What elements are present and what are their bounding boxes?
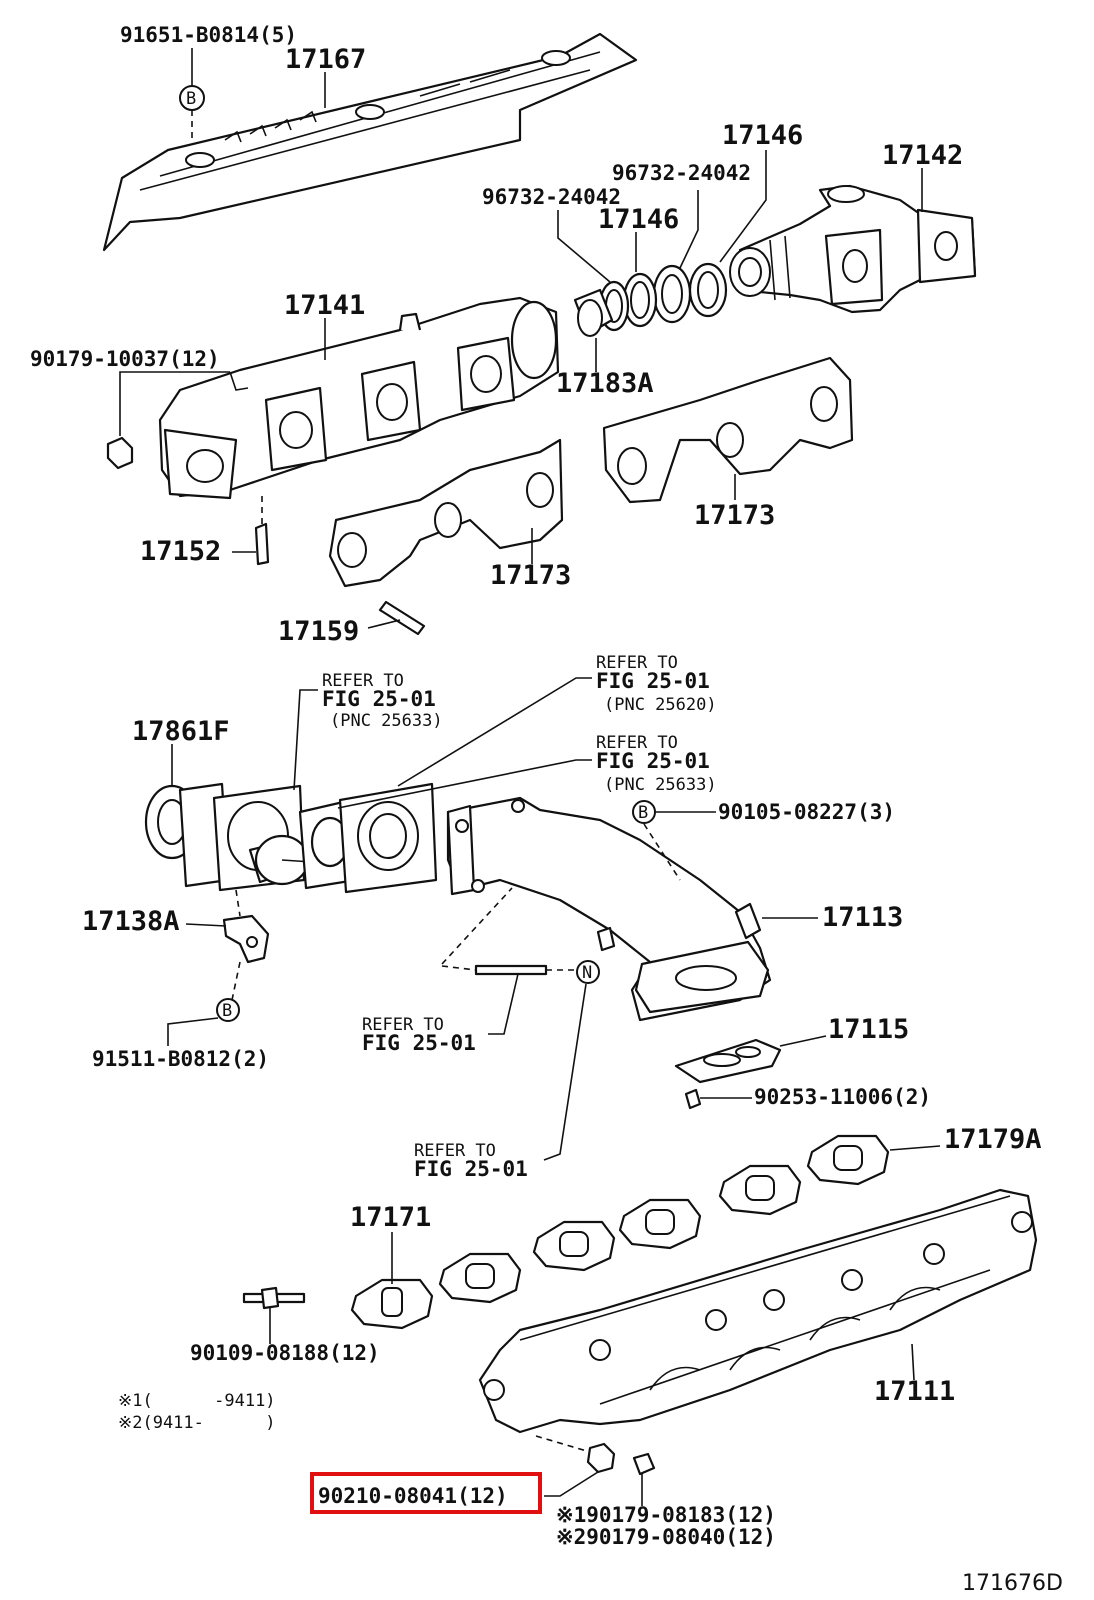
refer-4-line1: REFER TO	[362, 1015, 444, 1035]
bolt-b-marker-91511	[216, 998, 240, 1022]
leader-90179-10037	[119, 371, 230, 436]
label-96732-24042-a: 96732-24042	[612, 161, 751, 185]
leader-refer-2	[397, 677, 592, 787]
exhaust-manifold-17141	[158, 296, 560, 500]
bracket-17138A	[222, 914, 270, 964]
bolt-90253	[684, 1088, 702, 1110]
label-17146-top: 17146	[722, 120, 803, 151]
refer-4-line2: FIG 25-01	[362, 1031, 476, 1055]
circle-letter-b: B	[186, 89, 196, 109]
refer-2-line3: (PNC 25620)	[604, 695, 717, 715]
refer-1-line2: FIG 25-01	[322, 687, 436, 711]
stud-refer-fig	[474, 964, 548, 976]
leader-17138A	[185, 923, 227, 927]
label-17138A: 17138A	[82, 906, 180, 937]
label-90210-08041[interactable]: 90210-08041(12)	[318, 1484, 508, 1508]
label-17115: 17115	[828, 1014, 909, 1045]
stud-dash-refer	[441, 965, 576, 971]
gasket-17173-upper	[602, 356, 854, 504]
label-90179-08040: ※290179-08040(12)	[556, 1525, 776, 1549]
bracket-dash-line	[231, 961, 241, 1001]
nut-90179-10037	[106, 436, 134, 470]
label-91511-B0812: 91511-B0812(2)	[92, 1047, 269, 1071]
circle-letter-b-91511: B	[222, 1001, 232, 1021]
gasket-rings	[573, 262, 728, 337]
label-90109-08188: 90109-08188(12)	[190, 1341, 380, 1365]
label-17183A: 17183A	[556, 368, 654, 399]
bracket-dash-line-top	[235, 889, 241, 917]
refer-5-line2: FIG 25-01	[414, 1157, 528, 1181]
label-17861F: 17861F	[132, 716, 230, 747]
label-17141: 17141	[284, 290, 365, 321]
refer-3-line1: REFER TO	[596, 733, 678, 753]
leader-17115	[779, 1035, 827, 1047]
egr-valve-assembly	[212, 782, 438, 894]
label-17152: 17152	[140, 536, 221, 567]
gasket-17115	[674, 1038, 782, 1084]
label-17113: 17113	[822, 902, 903, 933]
leader-refer-4	[488, 973, 519, 1035]
highlight-box	[310, 1472, 542, 1514]
refer-1-line3: (PNC 25633)	[330, 711, 443, 731]
refer-2-line2: FIG 25-01	[596, 669, 710, 693]
leader-96732-b	[557, 210, 611, 283]
gaskets-17179A	[350, 1134, 890, 1330]
label-17173-upper: 17173	[694, 500, 775, 531]
leader-17159	[367, 619, 401, 629]
label-17173-lower: 17173	[490, 560, 571, 591]
nut-dash-line	[535, 1435, 591, 1453]
circle-letter-b-90105: B	[638, 803, 648, 823]
leader-96732-a	[679, 190, 699, 269]
exhaust-pipe-17142	[729, 184, 977, 314]
label-90179-10037: 90179-10037(12)	[30, 347, 220, 371]
label-91651-B0814: 91651-B0814(5)	[120, 23, 297, 47]
bolt-dash-90105	[643, 823, 681, 881]
label-17146-mid: 17146	[598, 204, 679, 235]
gasket-17173-lower	[328, 438, 564, 588]
refer-1-line1: REFER TO	[322, 671, 404, 691]
leader-refer-1	[293, 689, 318, 791]
heat-insulator-17167	[102, 32, 638, 252]
stud-dash-diagonal	[441, 887, 513, 965]
exhaust-manifold-17111	[478, 1188, 1038, 1434]
refer-3-line2: FIG 25-01	[596, 749, 710, 773]
label-90253-11006: 90253-11006(2)	[754, 1085, 931, 1109]
nut-90210-08041	[586, 1442, 616, 1474]
note-serial-1: ※1( -9411)	[118, 1391, 276, 1411]
label-17159: 17159	[278, 616, 359, 647]
figure-code: 171676D	[962, 1571, 1063, 1596]
label-17142: 17142	[882, 140, 963, 171]
label-90179-08183: ※190179-08183(12)	[556, 1503, 776, 1527]
label-17171: 17171	[350, 1202, 431, 1233]
circle-marker-n	[576, 960, 600, 984]
label-17179A: 17179A	[944, 1124, 1042, 1155]
leader-17146-a	[719, 150, 767, 263]
leader-90210	[544, 1471, 599, 1497]
leader-refer-3	[337, 759, 592, 809]
refer-2-line1: REFER TO	[596, 653, 678, 673]
leader-91511	[167, 1017, 219, 1046]
gasket-17171	[350, 1278, 434, 1330]
refer-3-line3: (PNC 25633)	[604, 775, 717, 795]
nut-90179-08183	[632, 1452, 656, 1476]
refer-5-line1: REFER TO	[414, 1141, 496, 1161]
leader-17179A	[889, 1145, 941, 1151]
note-serial-2: ※2(9411- )	[118, 1413, 276, 1433]
stud-17159	[378, 600, 426, 636]
leader-refer-5	[543, 983, 587, 1161]
exhaust-pipe-17113	[446, 796, 772, 1022]
circle-letter-n: N	[582, 963, 592, 983]
label-17167: 17167	[285, 44, 366, 75]
leader-17111	[911, 1343, 915, 1381]
label-96732-24042-b: 96732-24042	[482, 185, 621, 209]
label-17111: 17111	[874, 1376, 955, 1407]
label-90105-08227: 90105-08227(3)	[718, 800, 895, 824]
stud-17152	[254, 522, 270, 566]
